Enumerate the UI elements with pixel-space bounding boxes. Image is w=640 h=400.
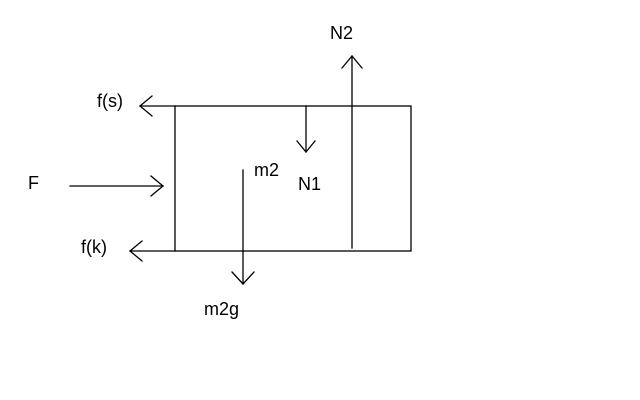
applied-force-arrow (69, 175, 165, 197)
normal-force-n1-arrow (296, 105, 316, 154)
normal-force-n2-label: N2 (330, 23, 353, 43)
static-friction-arrow (138, 95, 176, 117)
kinetic-friction-label: f(k) (81, 237, 107, 257)
block-m2 (174, 105, 412, 252)
weight-arrow (231, 169, 255, 285)
kinetic-friction-arrow (128, 240, 176, 262)
normal-force-n1-label: N1 (298, 174, 321, 194)
mass-label: m2 (254, 160, 279, 180)
normal-force-n2-arrow (341, 54, 363, 249)
static-friction-label: f(s) (97, 91, 123, 111)
weight-label: m2g (204, 299, 239, 319)
applied-force-label: F (28, 173, 39, 193)
